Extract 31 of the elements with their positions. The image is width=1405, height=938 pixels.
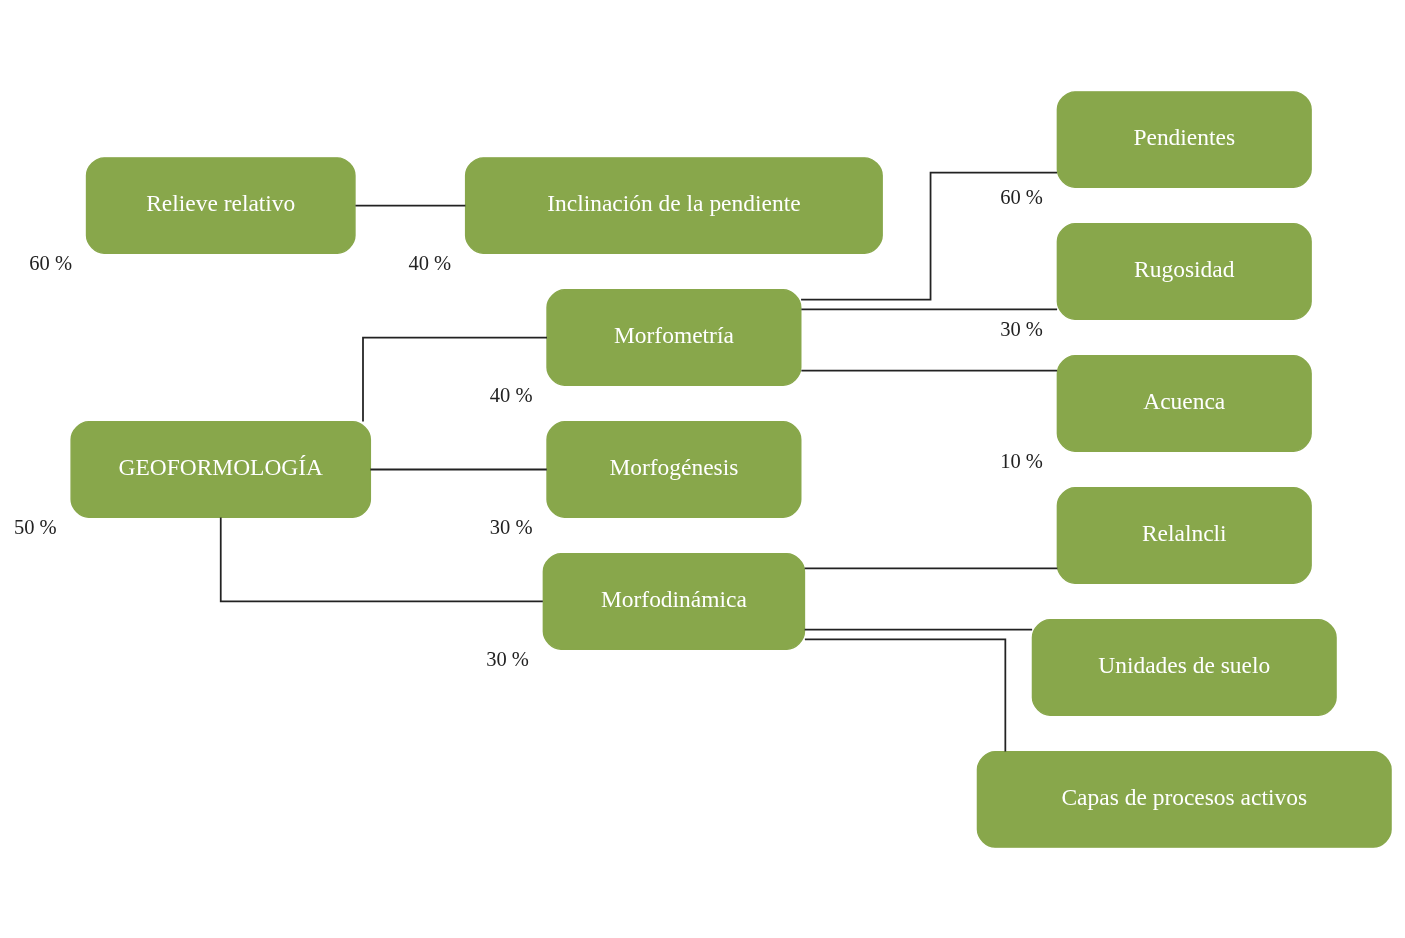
- node-label: 30 %: [486, 647, 529, 670]
- connector: [800, 369, 1058, 371]
- connector: [803, 567, 1059, 569]
- node-box: Rugosidad: [1056, 222, 1312, 320]
- connector: [800, 171, 1058, 300]
- node-box: Inclinación de la pendiente: [464, 156, 883, 254]
- node-label: 10 %: [1000, 449, 1043, 472]
- connector: [354, 204, 467, 206]
- node-box: Acuenca: [1056, 354, 1312, 452]
- node-box: GEOFORMOLOGÍA: [70, 420, 372, 518]
- node-label: 50 %: [13, 515, 57, 538]
- connector: [804, 638, 1007, 752]
- node-box: Unidades de suelo: [1031, 618, 1337, 716]
- node-label: 30 %: [489, 515, 533, 538]
- node-box: Morfodinámica: [542, 552, 806, 650]
- node-box: Capas de procesos activos: [976, 750, 1392, 848]
- connector: [803, 628, 1033, 630]
- connector: [800, 308, 1058, 310]
- node-label: 30 %: [1000, 317, 1043, 340]
- node-label: 60 %: [29, 251, 73, 274]
- node-box: Morfometría: [546, 288, 802, 386]
- node-label: 40 %: [489, 383, 533, 406]
- connector: [362, 336, 548, 422]
- node-box: Relieve relativo: [85, 156, 356, 254]
- node-box: Pendientes: [1056, 90, 1312, 188]
- connector: [219, 516, 544, 602]
- node-label: 40 %: [408, 251, 452, 274]
- connector: [369, 468, 548, 470]
- node-box: Morfogénesis: [546, 420, 802, 518]
- node-label: 60 %: [1000, 185, 1043, 208]
- node-box: Relalncli: [1056, 486, 1312, 584]
